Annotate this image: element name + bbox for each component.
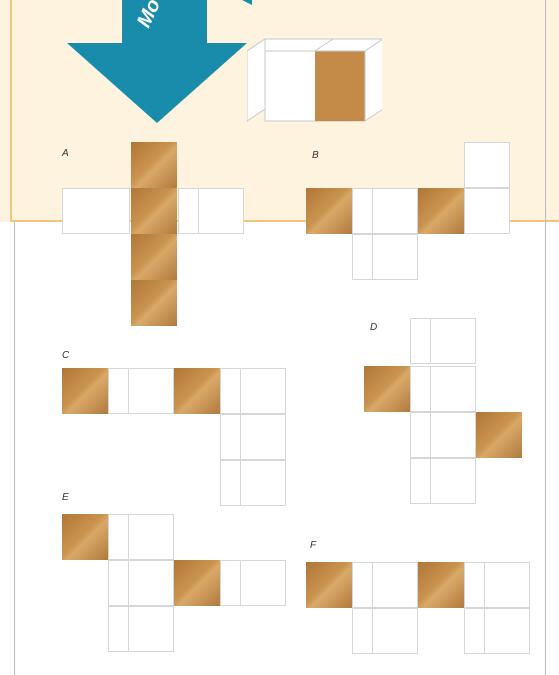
face: [84, 188, 130, 234]
net-f-label: F: [310, 540, 316, 551]
face: [430, 318, 476, 364]
face: [464, 142, 510, 188]
face-shaded: [131, 280, 177, 326]
face: [128, 560, 174, 606]
face-shaded: [306, 188, 352, 234]
face: [372, 234, 418, 280]
face-shaded: [131, 142, 177, 188]
face-shaded: [418, 188, 464, 234]
face-shaded: [131, 234, 177, 280]
net-e-label: E: [62, 492, 69, 503]
face-shaded: [62, 514, 108, 560]
face-shaded: [131, 188, 177, 234]
face-shaded: [364, 366, 410, 412]
face: [128, 514, 174, 560]
face-shaded: [306, 562, 352, 608]
net-d-label: D: [370, 322, 377, 333]
face: [240, 460, 286, 506]
face: [430, 366, 476, 412]
face: [484, 608, 530, 654]
face: [372, 608, 418, 654]
face-shaded: [62, 368, 108, 414]
face: [372, 188, 418, 234]
face: [128, 606, 174, 652]
face: [430, 458, 476, 504]
face-shaded: [174, 560, 220, 606]
face: [240, 560, 286, 606]
face: [372, 562, 418, 608]
face-shaded: [476, 412, 522, 458]
page-right-line: [545, 0, 546, 675]
net-a-label: A: [62, 148, 69, 159]
face: [464, 188, 510, 234]
face: [430, 412, 476, 458]
net-c-label: C: [62, 350, 69, 361]
face: [240, 368, 286, 414]
face: [128, 368, 174, 414]
face: [484, 562, 530, 608]
face-shaded: [174, 368, 220, 414]
face-shaded: [418, 562, 464, 608]
cube-illustration: [247, 33, 382, 123]
face: [240, 414, 286, 460]
page-left-line: [14, 222, 15, 675]
net-b-label: B: [312, 150, 319, 161]
face: [198, 188, 244, 234]
